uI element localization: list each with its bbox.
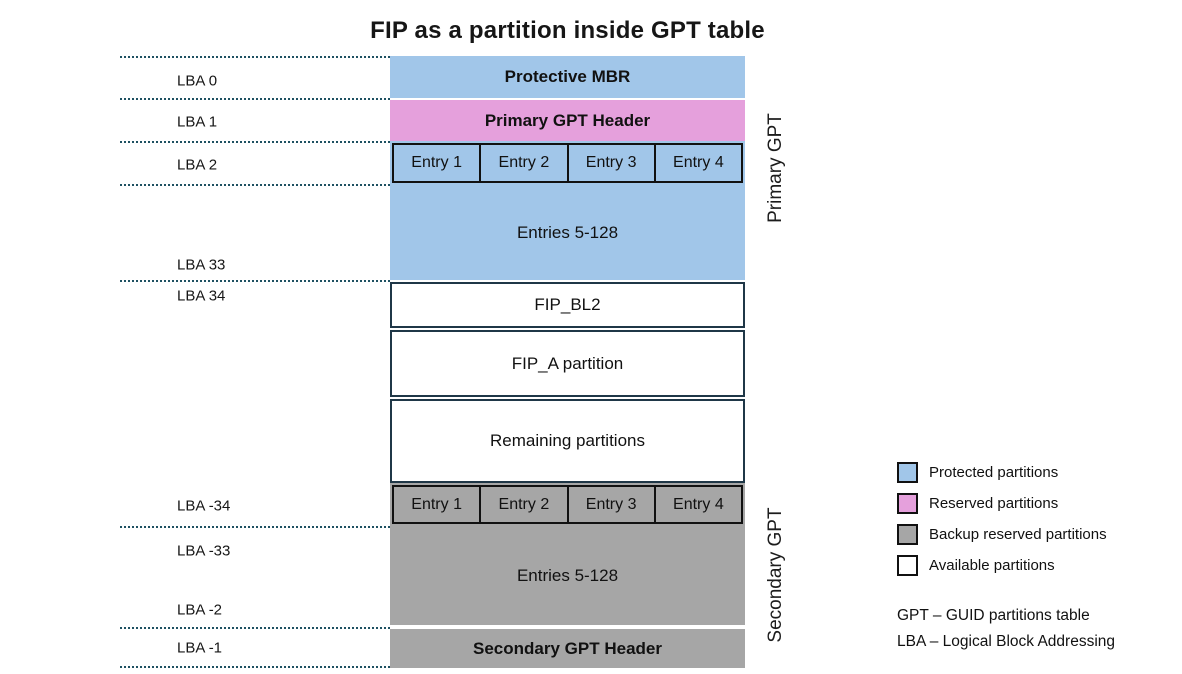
lba-boundary-line [120, 627, 390, 629]
lba-boundary-line [120, 666, 390, 668]
diagram-title: FIP as a partition inside GPT table [370, 17, 765, 44]
lba-boundary-line [120, 56, 390, 58]
legend-item-available: Available partitions [897, 555, 1107, 576]
legend-item-protected: Protected partitions [897, 462, 1107, 483]
lba-label-33: LBA 33 [177, 256, 226, 274]
primary-entry-3: Entry 3 [566, 145, 654, 181]
block-primary-gpt-header: Primary GPT Header [390, 100, 745, 141]
lba-boundary-line [120, 141, 390, 143]
protected-color-swatch [897, 462, 918, 483]
secondary-entry-2: Entry 2 [479, 487, 567, 522]
backup-color-swatch [897, 524, 918, 545]
lba-label-minus-33: LBA -33 [177, 542, 231, 560]
block-fip-bl2: FIP_BL2 [390, 282, 745, 328]
legend-label: Reserved partitions [929, 495, 1059, 512]
block-secondary-gpt-header: Secondary GPT Header [390, 629, 745, 668]
block-primary-entry-row: Entry 1 Entry 2 Entry 3 Entry 4 [390, 141, 745, 185]
lba-label-minus-34: LBA -34 [177, 497, 231, 515]
primary-gpt-side-label: Primary GPT [765, 113, 786, 223]
secondary-entry-3: Entry 3 [566, 487, 654, 522]
block-protective-mbr: Protective MBR [390, 56, 745, 98]
lba-label-2: LBA 2 [177, 156, 218, 174]
lba-boundary-line [120, 184, 390, 186]
available-color-swatch [897, 555, 918, 576]
legend-item-backup: Backup reserved partitions [897, 524, 1107, 545]
block-secondary-entry-row: Entry 1 Entry 2 Entry 3 Entry 4 [390, 483, 745, 526]
block-secondary-entries-5-128: Entries 5-128 [390, 526, 745, 625]
legend-label: Available partitions [929, 557, 1055, 574]
lba-label-34: LBA 34 [177, 287, 226, 305]
secondary-entry-1: Entry 1 [394, 487, 480, 522]
legend-label: Backup reserved partitions [929, 526, 1107, 543]
secondary-entry-4: Entry 4 [653, 487, 741, 522]
note-lba: LBA – Logical Block Addressing [897, 633, 1115, 650]
reserved-color-swatch [897, 493, 918, 514]
lba-boundary-line [120, 280, 390, 282]
legend-item-reserved: Reserved partitions [897, 493, 1107, 514]
block-remaining-partitions: Remaining partitions [390, 399, 745, 483]
lba-boundary-line [120, 98, 390, 100]
lba-label-1: LBA 1 [177, 113, 218, 131]
lba-label-0: LBA 0 [177, 72, 218, 90]
lba-label-minus-2: LBA -2 [177, 601, 223, 619]
legend: Protected partitions Reserved partitions… [897, 462, 1107, 586]
primary-entry-4: Entry 4 [653, 145, 741, 181]
primary-entry-2: Entry 2 [479, 145, 567, 181]
lba-label-minus-1: LBA -1 [177, 639, 223, 657]
secondary-entry-row: Entry 1 Entry 2 Entry 3 Entry 4 [392, 485, 743, 524]
primary-entry-row: Entry 1 Entry 2 Entry 3 Entry 4 [392, 143, 743, 183]
lba-boundary-line [120, 526, 390, 528]
legend-label: Protected partitions [929, 464, 1059, 481]
abbreviation-notes: GPT – GUID partitions table LBA – Logica… [897, 603, 1115, 655]
secondary-gpt-side-label: Secondary GPT [765, 507, 786, 643]
primary-entry-1: Entry 1 [394, 145, 480, 181]
block-fip-a-partition: FIP_A partition [390, 330, 745, 397]
note-gpt: GPT – GUID partitions table [897, 607, 1090, 624]
block-primary-entries-5-128: Entries 5-128 [390, 185, 745, 280]
